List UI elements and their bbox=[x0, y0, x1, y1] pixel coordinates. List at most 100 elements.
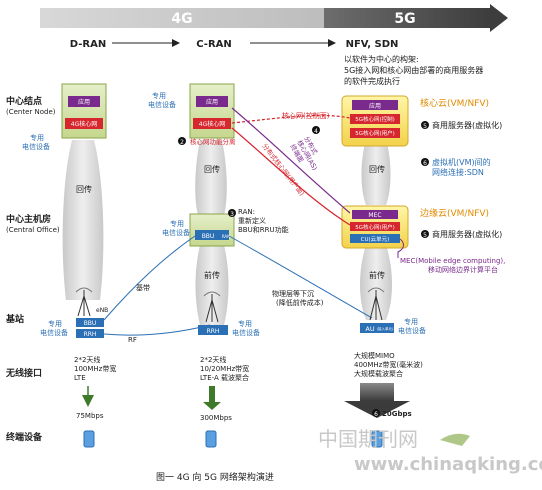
ran-note-line: RAN: bbox=[238, 208, 255, 216]
ran-note-line: 重新定义 bbox=[238, 216, 266, 225]
dran-core-box: 应用 4G核心网 bbox=[61, 83, 107, 139]
ran-note-line: BBU和RRU功能 bbox=[238, 225, 289, 234]
nfv-edge-cloud-box: MEC 5G核心网(用户) CU(云单元) bbox=[341, 205, 409, 249]
dran-bbu-label: BBU bbox=[84, 320, 97, 327]
dran-wireless-specs: 2*2天线 100MHz带宽 LTE bbox=[74, 355, 116, 382]
nfv-speed: 6 20Gbps bbox=[344, 383, 412, 418]
nfv-base-station: AU (接入单元) bbox=[360, 287, 394, 333]
rf-link bbox=[103, 324, 211, 336]
connections bbox=[103, 107, 404, 336]
gen-4g-bar bbox=[40, 8, 324, 28]
dran-speed-label: 75Mbps bbox=[76, 412, 104, 420]
cran-speed-head bbox=[203, 402, 221, 410]
nfv-core-cloud-box: 应用 5G核心网(控制) 5G核心网(用户) bbox=[341, 95, 409, 147]
cran-wireless-specs: 2*2天线 10/20MHz带宽 LTE-A 载波聚合 bbox=[200, 355, 249, 382]
watermark-url: www.chinaqking.com bbox=[354, 454, 542, 475]
step-badge bbox=[421, 121, 429, 129]
cran-fronthaul-label: 前传 bbox=[204, 270, 220, 280]
row-label-central-office-en: (Central Office) bbox=[6, 226, 60, 234]
dran-dedicated-bs: 专用电信设备 bbox=[40, 319, 68, 337]
col-dran-title: D-RAN bbox=[70, 39, 106, 50]
cu-label: CU(云单元) bbox=[361, 235, 390, 243]
dran-bbu-box bbox=[76, 318, 104, 327]
dran-app-box bbox=[68, 96, 100, 107]
cran-tower-icon bbox=[203, 291, 221, 323]
step-number: 2 bbox=[180, 139, 184, 146]
pillars bbox=[62, 140, 392, 325]
step-badge bbox=[421, 230, 429, 238]
cran-pillar-lower bbox=[195, 245, 229, 325]
cran-bbu-sub: RAN bbox=[222, 234, 230, 239]
cran-core-net-label: 4G核心网 bbox=[199, 120, 225, 128]
gen-5g-arrowhead bbox=[490, 4, 508, 32]
nfv-tower-icon bbox=[367, 287, 385, 321]
cran-bbu-label: BBU bbox=[202, 233, 215, 240]
nfv-app-box bbox=[352, 100, 398, 110]
nfv-core-user-label: 5G核心网(用户) bbox=[355, 129, 395, 137]
step-badge bbox=[178, 137, 186, 145]
gen-4g-label: 4G bbox=[171, 11, 192, 27]
baseband-link bbox=[103, 235, 196, 321]
cran-core-net-box bbox=[193, 118, 231, 129]
mec-pointer bbox=[397, 238, 404, 258]
ctrl-plane-label: 核心网(控制面) bbox=[282, 111, 330, 120]
nfv-speed-label: 20Gbps bbox=[382, 410, 412, 418]
dran-app-label: 应用 bbox=[78, 98, 90, 106]
cran-base-station: RRH bbox=[198, 291, 228, 335]
spec-line: 大规模MIMO bbox=[354, 351, 395, 360]
physical-down-line: (降低前传成本) bbox=[276, 298, 324, 307]
gen-5g-bar bbox=[324, 8, 490, 28]
nfv-pillar-lower bbox=[360, 245, 392, 320]
au-sub-label: (接入单元) bbox=[377, 326, 394, 331]
spec-line: 10/20MHz带宽 bbox=[200, 364, 249, 373]
dran-base-station: eNB BBU RRH bbox=[75, 287, 108, 338]
dran-tower-icon bbox=[75, 287, 93, 317]
nfv-wireless-specs: 大规模MIMO 400MHz带宽(毫米波) 大规模载波聚合 bbox=[354, 351, 423, 378]
terminal-devices bbox=[83, 430, 383, 448]
server2-label: 商用服务器(虚拟化) bbox=[432, 229, 502, 239]
mec-desc-line: MEC(Mobile edge computing), bbox=[400, 257, 505, 265]
col-cran-title: C-RAN bbox=[196, 39, 232, 50]
vm-link-label: 虚拟机(VM)间的网络连接:SDN bbox=[432, 157, 491, 177]
rf-link-label: RF bbox=[128, 336, 137, 344]
col-nfv-title: NFV, SDN bbox=[346, 39, 399, 50]
step-number: 5 bbox=[423, 123, 427, 130]
spec-line: 大规模载波聚合 bbox=[354, 369, 403, 378]
spec-line: 2*2天线 bbox=[74, 355, 100, 364]
step-number: 6 bbox=[423, 160, 427, 167]
step-badge bbox=[372, 409, 380, 417]
cran-func-sep-label: 核心网功能分离 bbox=[190, 137, 236, 146]
figure-caption: 图一 4G 向 5G 网络架构演进 bbox=[156, 471, 274, 483]
au-box bbox=[360, 323, 394, 333]
watermark-logo bbox=[440, 433, 470, 446]
step-number: 3 bbox=[230, 211, 234, 218]
row-label-central-office: 中心主机房 bbox=[6, 213, 51, 225]
mec-core-label: 5G核心网(用户) bbox=[355, 223, 395, 231]
nfv-desc-line: 以软件为中心的构架: bbox=[344, 54, 419, 64]
cran-rrh-label: RRH bbox=[207, 328, 220, 335]
cran-speed-shaft bbox=[209, 386, 215, 402]
physical-down-label: 物理层等下沉 (降低前传成本) bbox=[272, 289, 324, 307]
cran-app-box bbox=[196, 96, 228, 107]
mec-label: MEC bbox=[368, 212, 381, 219]
edge-cloud-label: 边缘云(VM/NFV) bbox=[420, 207, 489, 219]
cran-core-box: 应用 4G核心网 bbox=[189, 83, 235, 139]
nfv-fronthaul-label: 前传 bbox=[369, 270, 385, 280]
phone-icon bbox=[83, 430, 95, 448]
gen-5g-label: 5G bbox=[394, 11, 415, 27]
mec-description: MEC(Mobile edge computing), 移动网络边界计算平台 bbox=[400, 257, 505, 274]
au-label: AU bbox=[365, 325, 374, 333]
step-number: 4 bbox=[314, 128, 318, 135]
spec-line: 100MHz带宽 bbox=[74, 364, 116, 373]
mec-core-box bbox=[350, 222, 400, 231]
nfv-speed-shaft bbox=[360, 383, 394, 401]
step-number: 6 bbox=[374, 411, 378, 418]
nfv-desc-line: 的软件完成执行 bbox=[344, 76, 400, 86]
step-badge bbox=[312, 126, 320, 134]
nfv-description: 以软件为中心的构架: 5G接入网和核心网由部署的商用服务器 的软件完成执行 bbox=[344, 54, 483, 86]
app-link bbox=[231, 107, 351, 214]
cran-speed: 300Mbps bbox=[200, 386, 232, 422]
dran-speed: 75Mbps bbox=[76, 386, 104, 420]
row-labels: 中心结点 (Center Node) 中心主机房 (Central Office… bbox=[5, 95, 60, 443]
